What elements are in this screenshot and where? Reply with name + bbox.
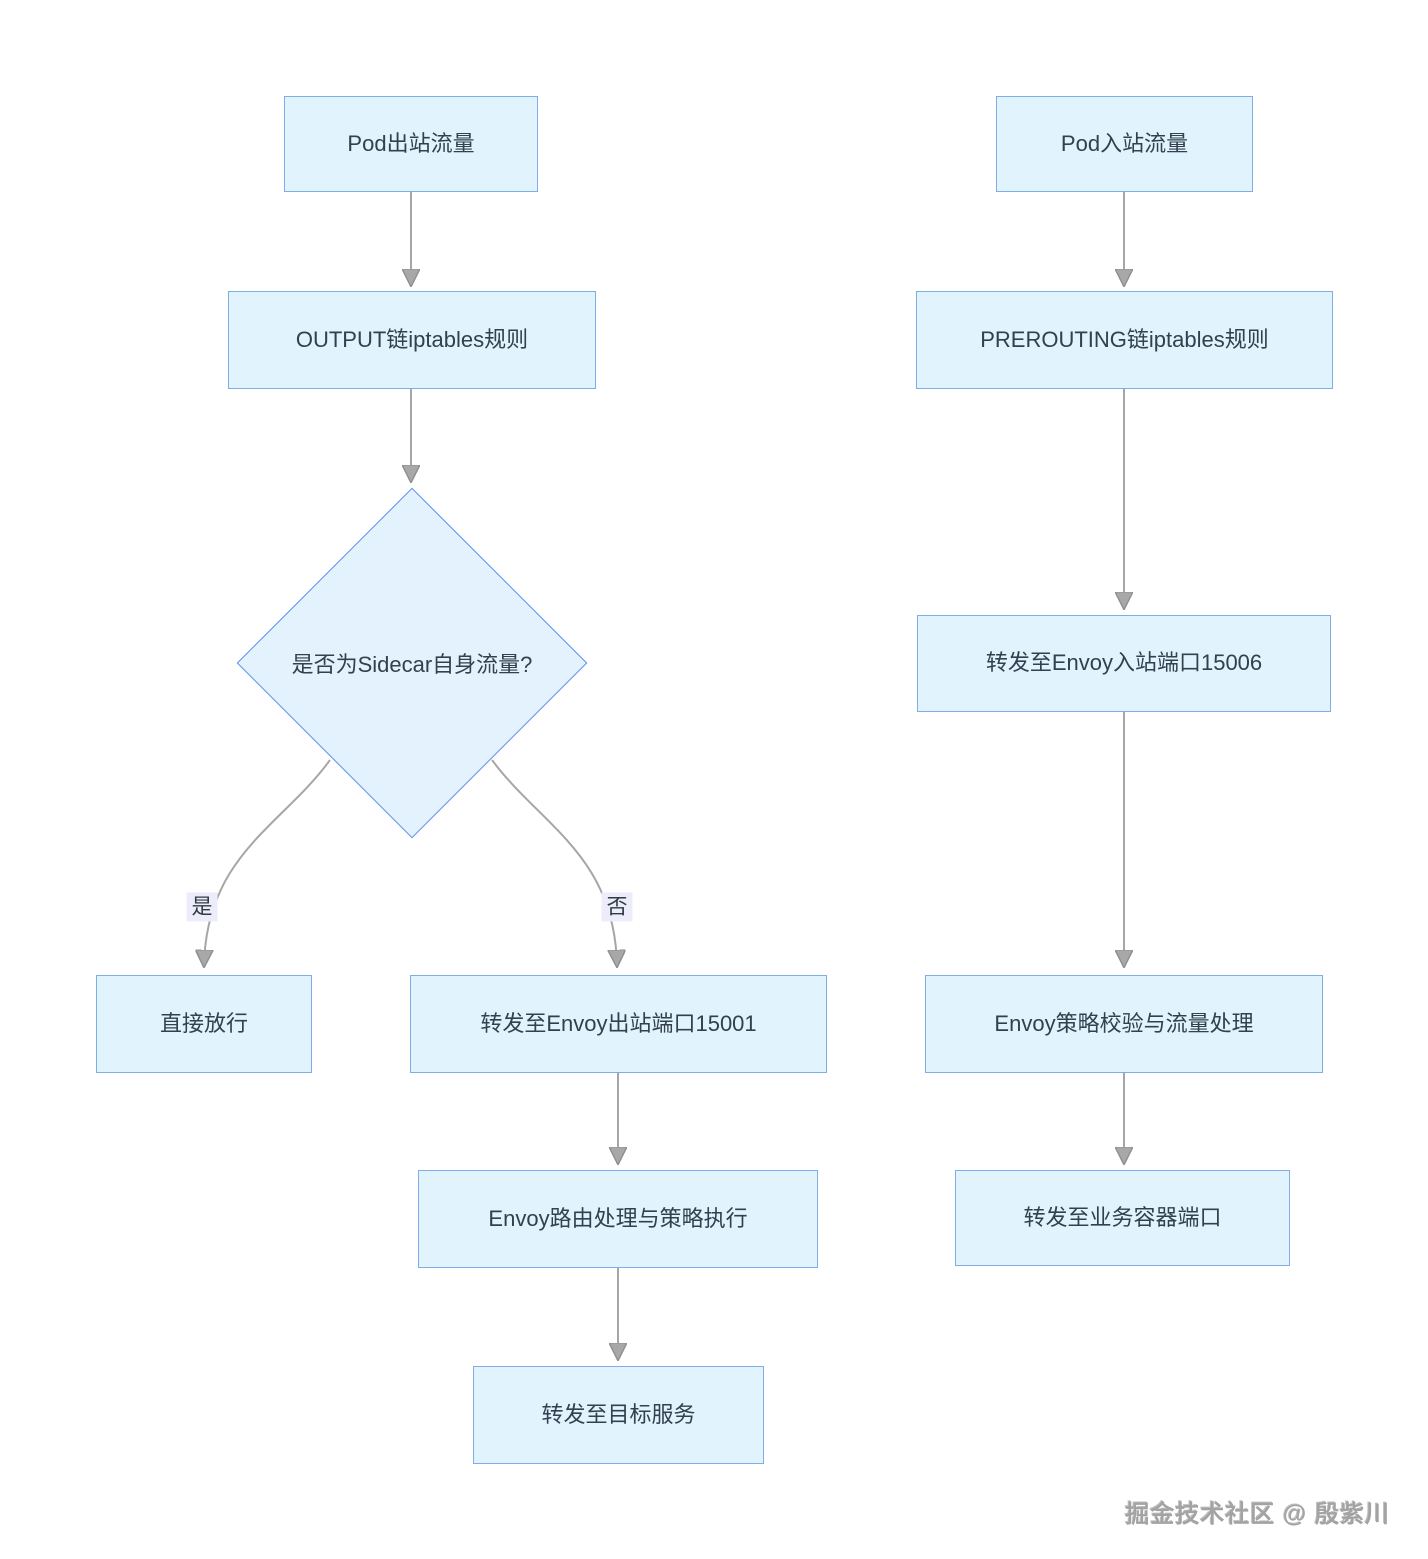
node-envoy-routing-policy: Envoy路由处理与策略执行 (418, 1170, 818, 1268)
node-output-chain-iptables: OUTPUT链iptables规则 (228, 291, 596, 389)
edge-label-no: 否 (601, 892, 633, 922)
decision-sidecar-self-traffic-label: 是否为Sidecar自身流量? (291, 652, 533, 677)
watermark: 掘金技术社区 @ 殷紫川 (1125, 1501, 1390, 1528)
node-pod-outbound-traffic: Pod出站流量 (284, 96, 538, 192)
edge-label-yes: 是 (186, 892, 218, 922)
node-envoy-outbound-port-15001: 转发至Envoy出站端口15001 (410, 975, 827, 1073)
edge-decision-yes-to-direct-pass (204, 759, 331, 966)
edge-decision-no-to-envoy-out (491, 759, 617, 966)
node-pod-inbound-traffic: Pod入站流量 (996, 96, 1253, 192)
node-direct-pass: 直接放行 (96, 975, 312, 1073)
node-business-container-port: 转发至业务容器端口 (955, 1170, 1290, 1266)
node-envoy-policy-check: Envoy策略校验与流量处理 (925, 975, 1323, 1073)
node-envoy-inbound-port-15006: 转发至Envoy入站端口15006 (917, 615, 1331, 712)
node-target-service: 转发至目标服务 (473, 1366, 764, 1464)
node-prerouting-chain-iptables: PREROUTING链iptables规则 (916, 291, 1333, 389)
